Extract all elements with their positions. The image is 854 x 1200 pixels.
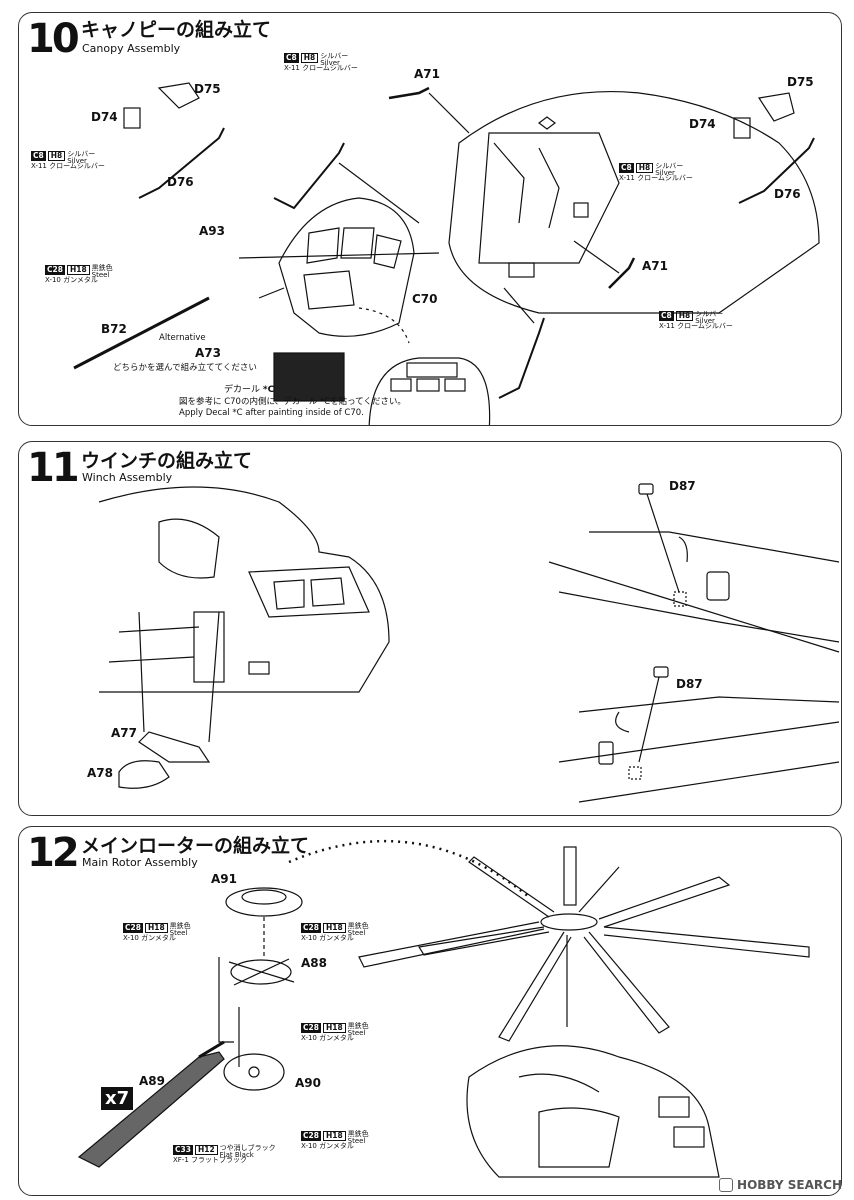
label-d75-left: D75: [194, 82, 221, 96]
label-d75-right: D75: [787, 75, 814, 89]
label-d76-right: D76: [774, 187, 801, 201]
step-10-title-en: Canopy Assembly: [82, 42, 181, 55]
label-a73: A73: [195, 346, 221, 360]
step-11-panel: 11 ウインチの組み立て Winch Assembly D87 D87 A77 …: [18, 441, 842, 816]
label-a78: A78: [87, 766, 113, 780]
label-a90: A90: [295, 1076, 321, 1090]
decal-instruction-en: Apply Decal *C after painting inside of …: [179, 408, 364, 418]
step-11-title-en: Winch Assembly: [82, 471, 173, 484]
label-d74-left: D74: [91, 110, 118, 124]
label-a77: A77: [111, 726, 137, 740]
label-a89: A89: [139, 1074, 165, 1088]
watermark: HOBBY SEARCH: [719, 1178, 842, 1192]
step-12-number: 12: [27, 830, 80, 876]
decal-label: デカール *C: [224, 385, 274, 396]
label-d87-top: D87: [669, 479, 696, 493]
alternative-note: Alternative: [159, 333, 206, 343]
step-11-title-jp: ウインチの組み立て: [81, 450, 253, 472]
label-a71-top: A71: [414, 67, 440, 81]
winch-assembly-drawing: [98, 483, 840, 803]
label-b72: B72: [101, 322, 127, 336]
step-10-panel: 10 キャノピーの組み立て Canopy Assembly A71 D75 D7…: [18, 12, 842, 426]
step-12-title-en: Main Rotor Assembly: [82, 856, 198, 869]
main-rotor-assembly-drawing: [77, 839, 810, 1178]
step-11-number: 11: [27, 445, 80, 491]
step-10-number: 10: [27, 16, 80, 62]
decal-instruction-jp: 図を参考に C70の内側に、デカール *Cを貼ってください。: [179, 397, 406, 407]
label-c70: C70: [412, 292, 438, 306]
label-a91: A91: [211, 872, 237, 886]
label-a71-right: A71: [642, 259, 668, 273]
choose-note: どちらかを選んで組み立ててください: [113, 363, 257, 373]
decal-code: *C: [262, 385, 275, 395]
canopy-assembly-drawing: [73, 82, 820, 425]
step-12-panel: 12 メインローターの組み立て Main Rotor Assembly A91 …: [18, 826, 842, 1196]
quantity-badge: x7: [101, 1087, 134, 1110]
label-a88: A88: [301, 956, 327, 970]
decal-text: デカール: [224, 385, 261, 395]
step-10-title-jp: キャノピーの組み立て: [81, 19, 272, 41]
label-d76-left: D76: [167, 175, 194, 189]
step-12-title-jp: メインローターの組み立て: [81, 835, 310, 857]
label-d87-bottom: D87: [676, 677, 703, 691]
watermark-logo-icon: [719, 1178, 734, 1192]
label-a93: A93: [199, 224, 225, 238]
label-d74-right: D74: [689, 117, 716, 131]
watermark-text: HOBBY SEARCH: [737, 1178, 842, 1192]
